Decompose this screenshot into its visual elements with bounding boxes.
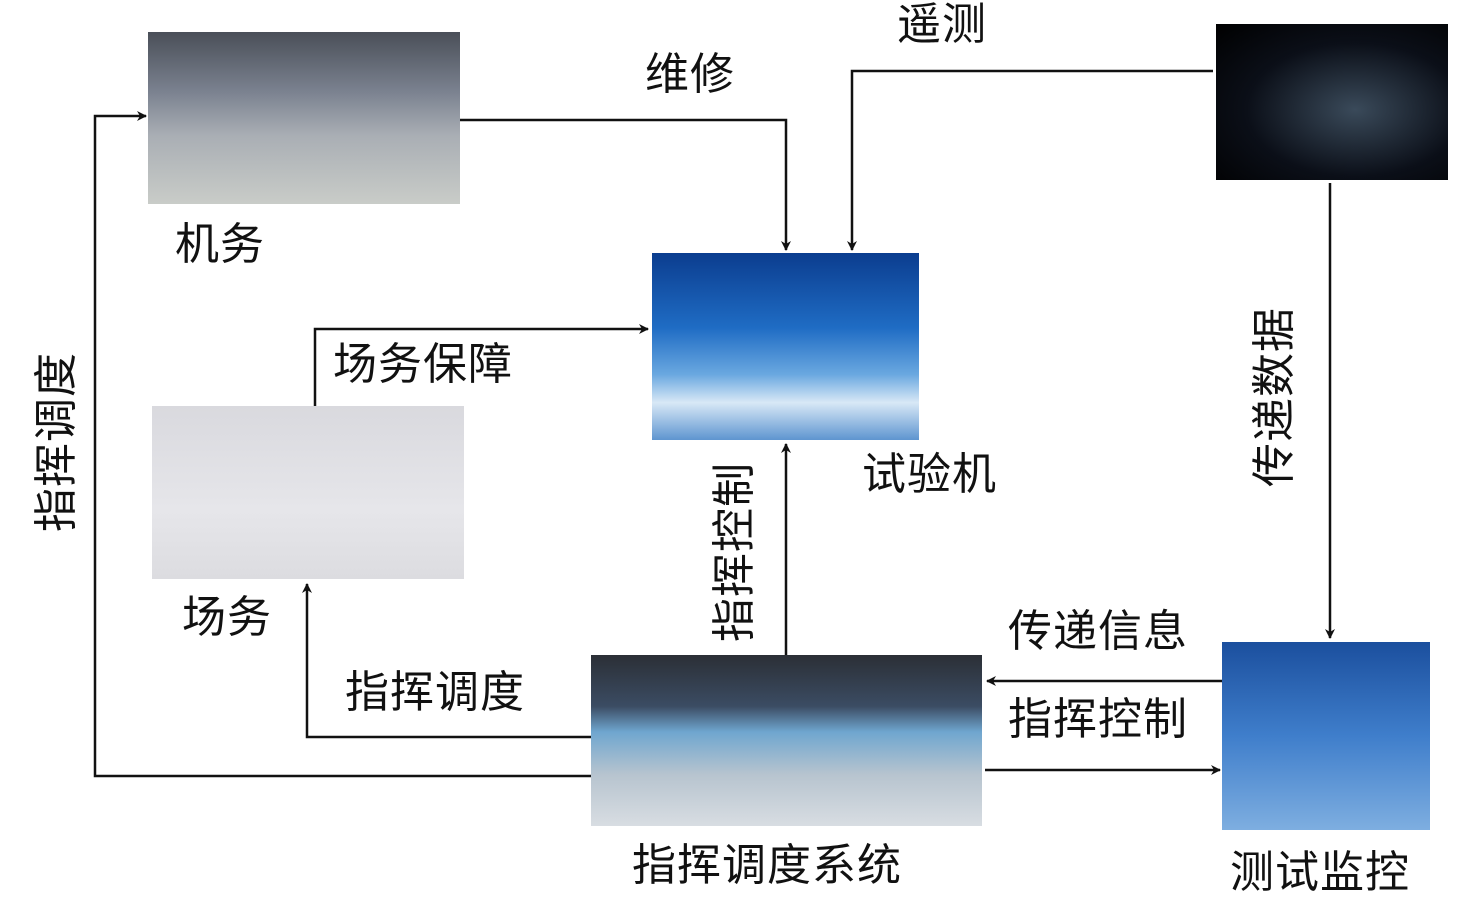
node-label-test-monitoring: 测试监控	[1230, 847, 1410, 898]
edge-airfield-support	[313, 324, 649, 406]
satellite-photo	[1216, 24, 1448, 180]
edge-telemetry	[847, 69, 1213, 251]
edge-label-repair: 维修	[645, 49, 735, 100]
control-room-photo	[591, 655, 982, 826]
edge-label-airfield-support: 场务保障	[333, 339, 513, 390]
airfield-vehicle-photo	[152, 406, 464, 579]
hangar-photo	[148, 32, 460, 204]
airplane-photo	[652, 253, 919, 440]
radar-dish-photo	[1222, 642, 1430, 830]
edge-label-dispatch-airfield: 指挥调度	[345, 667, 525, 718]
edge-label-dispatch-maintenance: 指挥调度	[31, 352, 82, 532]
edge-dispatch-airfield	[302, 583, 591, 739]
edge-label-telemetry: 遥测	[897, 0, 987, 50]
node-label-airfield: 场务	[182, 592, 272, 643]
edge-repair	[460, 118, 791, 251]
edge-dispatch-maintenance	[93, 111, 591, 778]
node-label-test-aircraft: 试验机	[862, 449, 997, 500]
edge-label-command-control-up: 指挥控制	[709, 462, 760, 642]
edge-label-command-control-right: 指挥控制	[1008, 694, 1188, 745]
node-label-maintenance: 机务	[175, 219, 265, 270]
edge-label-transfer-data: 传递数据	[1249, 307, 1300, 487]
edge-label-transfer-info: 传递信息	[1008, 606, 1188, 657]
node-label-command-system: 指挥调度系统	[632, 840, 902, 891]
